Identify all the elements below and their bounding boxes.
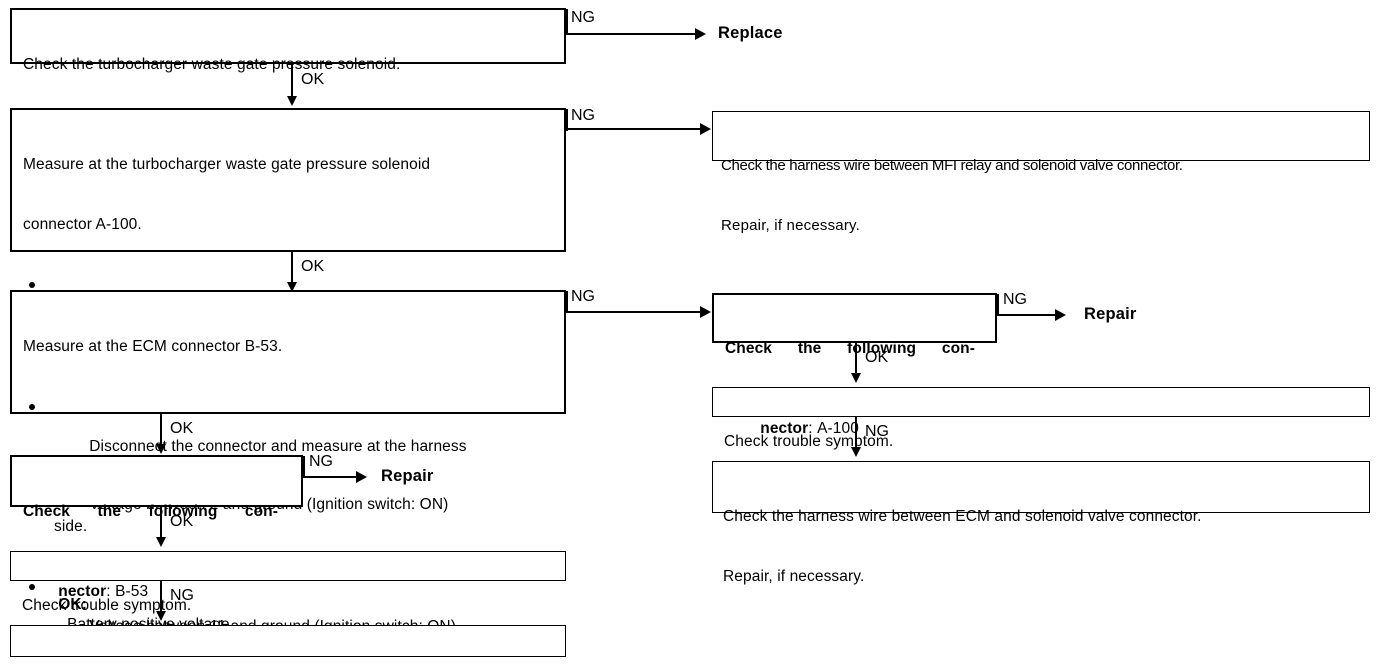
bullet-dot-icon (29, 584, 35, 590)
box-measure-ecm-bullet1-cont: side. (54, 518, 88, 535)
edge-e10-label-ng: NG (1003, 291, 1027, 308)
edge-e7-riser (303, 456, 305, 478)
terminal-repair-left: Repair (381, 467, 434, 485)
box-check-connector-b53: Check the following con- nector: B-53 (10, 455, 303, 600)
edge-e1-line (566, 33, 697, 35)
box-check-connector-b53-text: Check the following con- nector: B-53 (23, 462, 295, 662)
box-measure-solenoid-connector: Measure at the turbocharger waste gate p… (10, 108, 566, 633)
edge-e7-line (303, 476, 359, 478)
edge-e10-arrowhead (1055, 309, 1066, 321)
box-measure-ecm-bullet1-text: Disconnect the connector and measure at … (89, 438, 467, 455)
edge-e6-line (160, 414, 162, 448)
box-measure-ecm-connector: Measure at the ECM connector B-53. Disco… (10, 290, 566, 635)
edge-e7-arrowhead (356, 471, 367, 483)
box-check-connector-a100-line1: Check the following con- (725, 340, 975, 357)
edge-e3-riser (566, 109, 568, 131)
box-check-harness-mfi-text: Check the harness wire between MFI relay… (721, 116, 1363, 276)
bullet-dot-icon (29, 282, 35, 288)
edge-e9-arrowhead (156, 611, 166, 621)
edge-e5-line (566, 311, 704, 313)
box-check-solenoid: Check the turbocharger waste gate pressu… (10, 8, 566, 73)
bullet-dot-icon (29, 404, 35, 410)
box-check-connector-a100: Check the following con- nector: A-100 (712, 293, 997, 437)
box-check-harness-mfi-line1: Check the harness wire between MFI relay… (721, 157, 1183, 174)
edge-e8-line (160, 507, 162, 541)
box-check-trouble-symptom-left: Check trouble symptom. (10, 551, 566, 614)
box-check-harness-mfi-line2: Repair, if necessary. (721, 217, 860, 234)
edge-e6-arrowhead (156, 444, 166, 454)
box-check-solenoid-line1: Check the turbocharger waste gate pressu… (23, 56, 401, 73)
edge-e8-label-ok: OK (170, 513, 194, 530)
box-check-trouble-symptom-left-text: Check trouble symptom. (22, 556, 559, 656)
box-check-connector-b53-label: nector (58, 583, 107, 600)
edge-e5-riser (566, 291, 568, 313)
box-check-trouble-symptom-right: Check trouble symptom. (712, 387, 1370, 450)
terminal-replace-top: Replace (718, 24, 783, 42)
box-check-connector-b53-colon: : (106, 583, 111, 600)
box-measure-solenoid-line2: connector A-100. (23, 216, 142, 233)
edge-e4-arrowhead (287, 282, 297, 292)
edge-e6-label-ok: OK (170, 420, 194, 437)
edge-e4-line (291, 252, 293, 286)
edge-e11-arrowhead (851, 373, 861, 383)
terminal-repair-right: Repair (1084, 305, 1137, 323)
edge-e11-label-ok: OK (865, 349, 889, 366)
edge-e5-label-ng: NG (571, 288, 595, 305)
edge-e3-label-ng: NG (571, 107, 595, 124)
edge-e2-line (291, 64, 293, 98)
edge-e12-label-ng: NG (865, 423, 889, 440)
edge-e3-line (566, 128, 704, 130)
edge-e7-label-ng: NG (309, 453, 333, 470)
box-check-harness-ecm-line1: Check the harness wire between ECM and s… (723, 508, 1202, 525)
box-check-connector-b53-value: B-53 (115, 583, 149, 600)
box-replace-ecm: Replace the ECM. (10, 625, 566, 657)
edge-e9-label-ng: NG (170, 587, 194, 604)
box-check-harness-ecm-text: Check the harness wire between ECM and s… (723, 467, 1363, 627)
edge-e1-arrowhead (695, 28, 706, 40)
box-check-connector-a100-value: A-100 (817, 420, 859, 437)
edge-e2-arrowhead (287, 96, 297, 106)
edge-e12-arrowhead (851, 447, 861, 457)
box-measure-ecm-bullet1: Disconnect the connector and measure at … (23, 397, 558, 477)
box-check-harness-ecm: Check the harness wire between ECM and s… (712, 461, 1370, 585)
box-replace-ecm-text: Replace the ECM. (22, 631, 559, 668)
box-check-trouble-symptom-right-text: Check trouble symptom. (724, 392, 1363, 492)
box-check-connector-b53-line1: Check the following con- (23, 503, 278, 520)
box-check-harness-ecm-line2: Repair, if necessary. (723, 568, 865, 585)
box-check-harness-mfi: Check the harness wire between MFI relay… (712, 111, 1370, 234)
box-check-connector-a100-label: nector (760, 420, 809, 437)
edge-e8-arrowhead (156, 537, 166, 547)
box-measure-ecm-line1: Measure at the ECM connector B-53. (23, 338, 283, 355)
edge-e11-line (855, 343, 857, 377)
edge-e5-arrowhead (700, 306, 711, 318)
edge-e10-line (997, 314, 1057, 316)
box-check-connector-a100-line2: nector: A-100 (725, 399, 989, 459)
edge-e9-line (160, 581, 162, 615)
box-check-trouble-symptom-right-line1: Check trouble symptom. (724, 433, 894, 450)
edge-e4-label-ok: OK (301, 258, 325, 275)
edge-e2-label-ok: OK (301, 71, 325, 88)
edge-e10-riser (997, 294, 999, 316)
box-check-trouble-symptom-left-line1: Check trouble symptom. (22, 597, 192, 614)
edge-e1-label-ng: NG (571, 9, 595, 26)
box-measure-solenoid-line1: Measure at the turbocharger waste gate p… (23, 156, 431, 173)
box-check-connector-a100-colon: : (808, 420, 813, 437)
box-check-connector-b53-line2: nector: B-53 (23, 562, 295, 622)
box-check-solenoid-text: Check the turbocharger waste gate pressu… (23, 15, 558, 115)
box-measure-solenoid-ok-prefix: OK: (58, 596, 87, 613)
edge-e12-line (855, 417, 857, 451)
edge-e3-arrowhead (700, 123, 711, 135)
edge-e1-riser (566, 9, 568, 35)
box-check-connector-a100-text: Check the following con- nector: A-100 (725, 299, 989, 499)
